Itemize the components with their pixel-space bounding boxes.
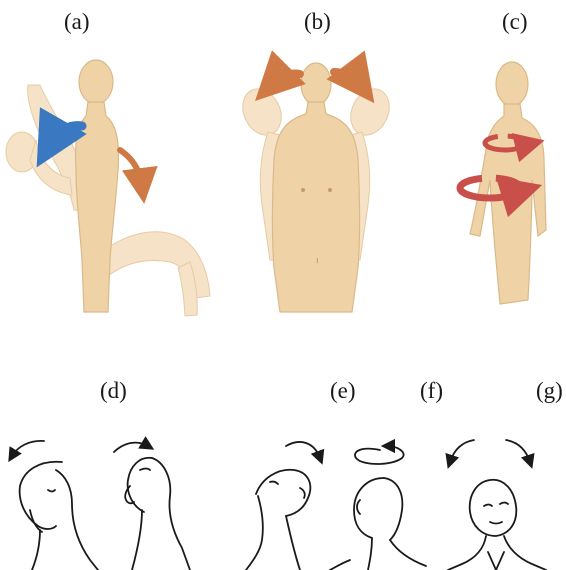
- panel-a-figure: [6, 60, 210, 316]
- sketch-e-arrow: [286, 442, 320, 458]
- flexion-arrow: [120, 150, 142, 186]
- frontal-body: [273, 63, 360, 312]
- sketch-g-lateral: [448, 440, 546, 570]
- sketch-e-extension: [246, 442, 320, 570]
- sketch-f-arrow: [355, 446, 404, 464]
- sketch-g-arrow-left: [450, 440, 474, 462]
- lateral-arrow-right: [334, 72, 360, 84]
- upright-body: [75, 60, 118, 312]
- sketch-f-rotation: [330, 446, 426, 570]
- panel-c-figure: [460, 62, 546, 304]
- ghost-flexion-body: [104, 232, 210, 316]
- lateral-arrow-left: [272, 73, 300, 84]
- panel-b-figure: [236, 63, 397, 312]
- sketch-g-arrow-right: [506, 440, 530, 462]
- sketch-d-arrow-2: [114, 443, 148, 452]
- sketch-d-arrow-1: [12, 441, 44, 456]
- sketch-d-flexion: [12, 441, 190, 570]
